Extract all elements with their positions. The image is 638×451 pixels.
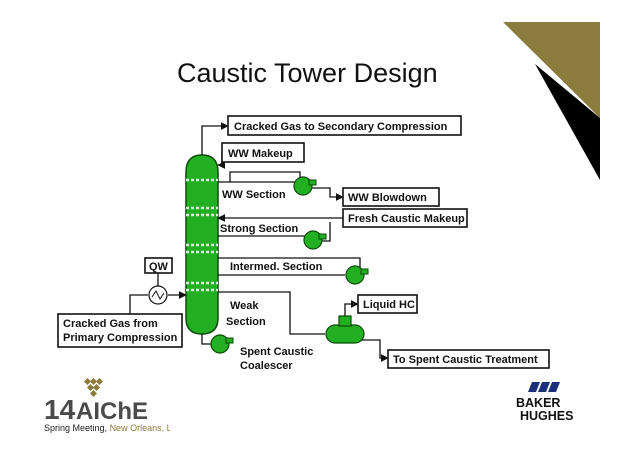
- label-section: Section: [226, 316, 266, 328]
- label-weak: Weak: [230, 300, 259, 312]
- aiche-diamond-icon: [83, 377, 104, 398]
- baker-hughes-logo: BAKER HUGHES: [516, 382, 573, 423]
- feed-exchanger: [148, 285, 168, 305]
- svg-text:WW Blowdown: WW Blowdown: [348, 192, 427, 204]
- caustic-tower: [185, 154, 219, 335]
- separator-drum: [325, 315, 365, 344]
- svg-text:QW: QW: [149, 261, 169, 273]
- pump-ww: [293, 176, 317, 196]
- line-strong-return: [322, 222, 331, 242]
- box-spent-caustic-treatment: To Spent Caustic Treatment: [387, 349, 550, 369]
- box-fresh-caustic-makeup: Fresh Caustic Makeup: [342, 208, 468, 228]
- svg-text:To Spent Caustic Treatment: To Spent Caustic Treatment: [393, 354, 538, 366]
- corner-black-triangle: [535, 64, 600, 180]
- pump-strong: [303, 230, 327, 250]
- aiche-logo: 14 AIChE Spring Meeting, New Orleans, LA: [44, 377, 170, 433]
- label-spent-caustic: Spent Caustic: [240, 346, 313, 358]
- pump-intermed: [345, 265, 369, 285]
- box-ww-blowdown: WW Blowdown: [342, 187, 440, 207]
- svg-text:WW Makeup: WW Makeup: [228, 148, 293, 160]
- label-coalescer: Coalescer: [240, 360, 293, 372]
- line-ww-return: [229, 171, 301, 182]
- box-qw: QW: [144, 257, 173, 274]
- line-weak: [218, 291, 325, 335]
- svg-text:Fresh Caustic Makeup: Fresh Caustic Makeup: [348, 213, 465, 225]
- line-intermed: [218, 257, 361, 268]
- svg-text:Spring Meeting, New Orleans, L: Spring Meeting, New Orleans, LA: [44, 423, 170, 433]
- slide-title: Caustic Tower Design: [177, 58, 438, 88]
- corner-gold-triangle: [503, 22, 600, 118]
- svg-text:HUGHES: HUGHES: [520, 409, 573, 423]
- svg-text:14: 14: [44, 394, 76, 425]
- pump-spent-caustic: [210, 334, 234, 354]
- svg-text:Primary Compression: Primary Compression: [63, 332, 178, 344]
- line-bottoms: [201, 334, 212, 345]
- svg-text:BAKER: BAKER: [516, 396, 560, 410]
- box-liquid-hc: Liquid HC: [357, 294, 418, 314]
- line-liquid-hc: [344, 300, 359, 316]
- label-intermed-section: Intermed. Section: [230, 261, 323, 273]
- svg-text:Liquid HC: Liquid HC: [363, 299, 415, 311]
- label-strong-section: Strong Section: [220, 223, 299, 235]
- line-overhead: [201, 122, 229, 155]
- svg-text:Cracked Gas from: Cracked Gas from: [63, 318, 158, 330]
- line-ww-blowdown: [310, 187, 344, 201]
- label-ww-section: WW Section: [222, 189, 286, 201]
- box-cracked-gas-secondary: Cracked Gas to Secondary Compression: [227, 115, 462, 136]
- box-ww-makeup: WW Makeup: [221, 142, 305, 163]
- line-feed: [129, 294, 148, 322]
- svg-text:AIChE: AIChE: [76, 398, 148, 425]
- svg-text:Cracked Gas to Secondary Compr: Cracked Gas to Secondary Compression: [234, 121, 448, 133]
- tower-trays: [186, 178, 218, 292]
- box-cracked-gas-from: Cracked Gas from Primary Compression: [57, 313, 183, 348]
- baker-hughes-emblem-icon: [528, 382, 560, 392]
